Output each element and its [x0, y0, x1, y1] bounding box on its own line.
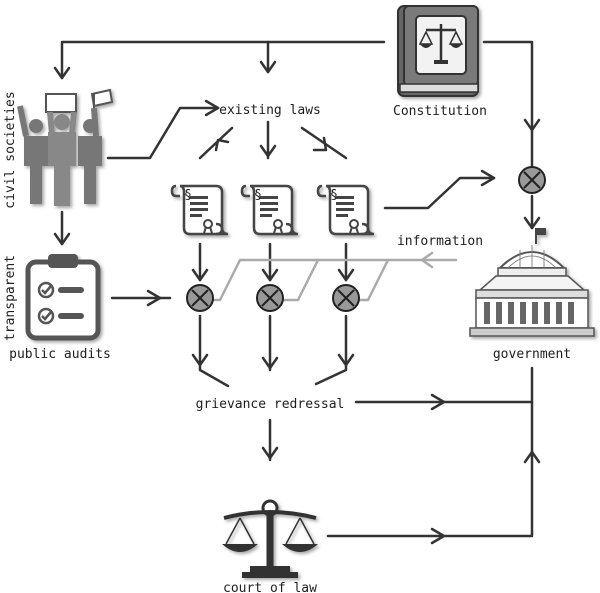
scales-of-justice-icon — [222, 499, 318, 578]
law-scroll-icon — [170, 184, 230, 236]
civil-societies-label: civil societies — [3, 91, 18, 208]
edge-junction-1-to-grievance — [198, 314, 230, 388]
connector-lines — [53, 40, 541, 545]
existing-laws-label: existing laws — [219, 103, 321, 118]
scroll-section-mark: § — [254, 188, 262, 203]
edge-scroll-to-government-junction — [383, 176, 496, 210]
scroll-section-mark: § — [184, 188, 192, 203]
transparent-label: transparent — [3, 255, 18, 341]
protesters-icon — [17, 88, 114, 206]
multiply-junction-icon — [256, 284, 284, 312]
constitution-label: Constitution — [393, 104, 487, 119]
multiply-junction-icon — [518, 166, 546, 194]
law-book-icon — [397, 5, 479, 97]
scroll-section-mark: § — [330, 188, 338, 203]
clipboard-checklist-icon — [25, 254, 101, 341]
grievance-redressal-label: grievance redressal — [196, 397, 345, 412]
information-label: information — [397, 234, 483, 249]
law-scroll-icon — [240, 184, 300, 236]
information-flow — [202, 251, 458, 302]
court-of-law-label: court of law — [223, 581, 317, 593]
edge-court-to-government — [326, 366, 534, 538]
multiply-junction-icon — [332, 284, 360, 312]
edge-laws-to-scroll-1 — [198, 126, 234, 160]
public-audits-label: public audits — [9, 347, 111, 362]
edge-civil-societies-to-existing-laws — [106, 106, 220, 160]
government-building-icon — [469, 228, 595, 337]
multiply-junction-icon — [186, 284, 214, 312]
law-scroll-icon — [316, 184, 376, 236]
government-label: government — [493, 347, 571, 362]
edge-constitution-to-junction — [482, 40, 534, 170]
edge-constitution-to-civil-societies — [60, 40, 386, 80]
